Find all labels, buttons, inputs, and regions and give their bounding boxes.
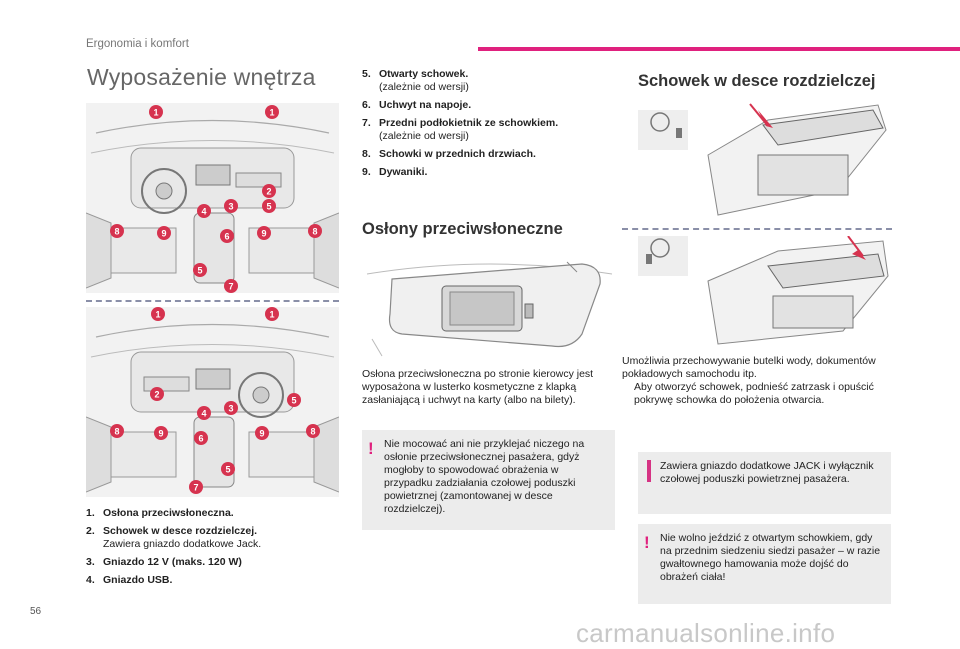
glovebox-warning: ! Nie wolno jeździć z otwartym schowkiem… bbox=[638, 524, 891, 604]
legend-item: 6.Uchwyt na napoje. bbox=[362, 99, 472, 111]
legend-item: 9.Dywaniki. bbox=[362, 166, 428, 178]
glovebox-info: Zawiera gniazdo dodatkowe JACK i wyłączn… bbox=[638, 452, 891, 514]
glovebox-drawing-bottom bbox=[638, 236, 889, 345]
interior-legend-list-continued: 5.Otwarty schowek.(zależnie od wersji) 6… bbox=[362, 68, 612, 184]
glovebox-separator bbox=[622, 228, 892, 230]
glovebox-drawing-top bbox=[638, 103, 887, 216]
section-title-glovebox: Schowek w desce rozdzielczej bbox=[638, 72, 876, 90]
warning-icon: ! bbox=[644, 533, 650, 552]
warning-text: Nie wolno jeździć z otwartym schowkiem, … bbox=[660, 532, 881, 583]
page-number: 56 bbox=[30, 606, 42, 617]
interior-legend-list: 1.Osłona przeciwsłoneczna. 2.Schowek w d… bbox=[86, 507, 346, 592]
warning-icon: ! bbox=[368, 439, 374, 458]
glovebox-figure-top bbox=[638, 100, 891, 218]
legend-item: 8.Schowki w przednich drzwiach. bbox=[362, 148, 536, 160]
warning-text: Nie mocować ani nie przyklejać niczego n… bbox=[384, 438, 585, 515]
sun-visor-warning: ! Nie mocować ani nie przyklejać niczego… bbox=[362, 430, 615, 530]
legend-item: 2.Schowek w desce rozdzielczej.Zawiera g… bbox=[86, 525, 262, 550]
legend-item: 1.Osłona przeciwsłoneczna. bbox=[86, 507, 234, 519]
glovebox-description: Umożliwia przechowywanie butelki wody, d… bbox=[622, 355, 892, 407]
sun-visor-description: Osłona przeciwsłoneczna po stronie kiero… bbox=[362, 368, 594, 406]
interior-drawing-top bbox=[86, 103, 339, 293]
glovebox-instruction-text: Aby otworzyć schowek, podnieść zatrzask … bbox=[634, 381, 874, 406]
glovebox-figure-bottom bbox=[638, 236, 891, 346]
header-title: Ergonomia i komfort bbox=[86, 38, 189, 50]
interior-figure-bottom bbox=[86, 307, 339, 497]
section-title-sun-visors: Osłony przeciwsłoneczne bbox=[362, 220, 563, 238]
interior-drawing-bottom bbox=[86, 307, 339, 497]
info-text: Zawiera gniazdo dodatkowe JACK i wyłączn… bbox=[660, 460, 874, 485]
header-accent-bar bbox=[478, 47, 960, 51]
interior-figure-top bbox=[86, 103, 339, 293]
bullet-icon bbox=[622, 381, 634, 407]
legend-item: 5.Otwarty schowek.(zależnie od wersji) bbox=[362, 68, 469, 93]
legend-item: 4.Gniazdo USB. bbox=[86, 574, 173, 586]
info-icon bbox=[647, 460, 651, 482]
legend-item: 3.Gniazdo 12 V (maks. 120 W) bbox=[86, 556, 242, 568]
watermark: carmanualsonline.info bbox=[576, 618, 836, 648]
section-title-interior: Wyposażenie wnętrza bbox=[87, 64, 316, 90]
glovebox-instruction: Aby otworzyć schowek, podnieść zatrzask … bbox=[622, 381, 892, 407]
sun-visor-figure bbox=[362, 254, 615, 359]
glovebox-para: Umożliwia przechowywanie butelki wody, d… bbox=[622, 355, 876, 380]
sun-visor-drawing bbox=[366, 261, 613, 357]
figure-separator bbox=[86, 300, 339, 302]
legend-item: 7.Przedni podłokietnik ze schowkiem.(zal… bbox=[362, 117, 559, 142]
